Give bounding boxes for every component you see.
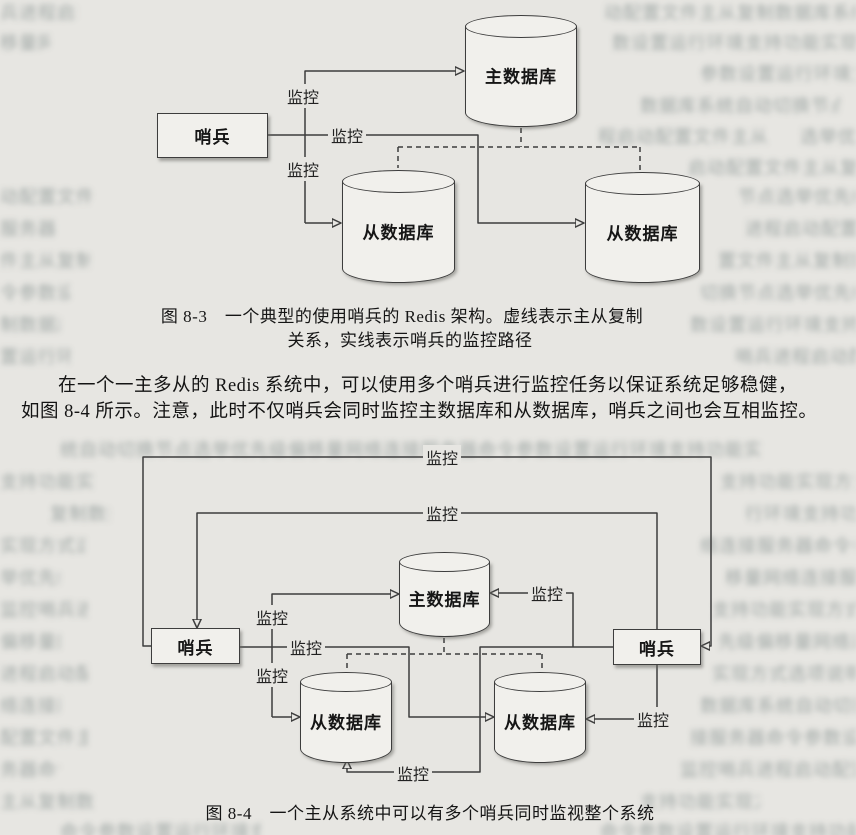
- blurred-text-line: 统自动切换节点选举优先级偏移量网络连接服务器命令参数设置运行环境支持功能实现方: [60, 440, 760, 460]
- blurred-text-line: 移量网络连接服务器: [725, 568, 856, 588]
- blurred-text-line: 接服务器命令参数设置运: [690, 728, 856, 748]
- blurred-text-line: 命令参数设置运行环境支持功能实现: [600, 822, 856, 835]
- blurred-text-line: 数设置运行环境支持功能: [690, 315, 856, 335]
- monitor-edge-label: 监控: [286, 635, 326, 659]
- monitor-edge-label: 监控: [327, 123, 367, 147]
- fig84-replication-dashed-line: [346, 638, 543, 670]
- blurred-text-line: 复制数据库系: [50, 504, 110, 524]
- fig83-slave-db-left-node: 从数据库: [342, 170, 455, 283]
- cylinder-body: [585, 183, 700, 283]
- cylinder-top: [494, 672, 586, 692]
- monitor-edge-label: 监控: [422, 445, 462, 469]
- fig84-slave-db-right-node: 从数据库: [494, 672, 586, 763]
- blurred-text-line: 实现方式选项说明内容: [712, 664, 856, 684]
- blurred-text-line: 络连接服务器命令参数设: [700, 536, 856, 556]
- cylinder-top: [300, 672, 392, 692]
- fig84-sentinel-left-label: 哨兵: [177, 638, 214, 658]
- fig83-sentinel-node: 哨兵: [157, 113, 268, 158]
- fig84-caption: 图 8-4 一个主从系统中可以有多个哨兵同时监视整个系统: [205, 804, 655, 823]
- fig84-slave-db-left-label: 从数据库: [310, 713, 382, 733]
- blurred-text-line: 务器命令参数: [0, 760, 60, 780]
- blurred-text-line: 哨兵进程启动配置文: [735, 347, 856, 367]
- fig83-sentinel-label: 哨兵: [194, 128, 231, 147]
- cylinder-body: [465, 26, 577, 127]
- blurred-text-line: 件主从复制数据: [0, 251, 90, 271]
- blurred-text-line: 支持功能实现方: [0, 472, 95, 492]
- blurred-text-line: 主从复制数据库: [0, 792, 95, 812]
- blurred-text-line: 数据库系统自动切换节点: [700, 696, 856, 716]
- blurred-text-line: 移量网络连: [0, 33, 50, 53]
- blurred-text-line: 支持功能实现方式选项: [720, 472, 856, 492]
- monitor-edge-label: 监控: [633, 707, 673, 731]
- fig84-sentinel-right-node: 哨兵: [613, 629, 701, 665]
- cylinder-body: [342, 181, 455, 283]
- fig83-master-db-node: 主数据库: [465, 15, 577, 127]
- fig83-caption-line2: 关系，实线表示哨兵的监控路径: [287, 331, 533, 350]
- fig84-right-sentinel-master-line: [498, 593, 574, 647]
- fig84-sentinel-left-node: 哨兵: [151, 628, 240, 664]
- blurred-text-line: 参数设置运行环境支持功: [700, 64, 856, 84]
- blurred-text-line: 服务器命令参: [0, 219, 58, 239]
- blurred-text-line: 行环境支持功能实: [745, 504, 856, 524]
- monitor-edge-label: 监控: [252, 663, 292, 687]
- blurred-text-line: 支持功能实现方式选: [640, 792, 760, 812]
- fig83-slave-db-right-label: 从数据库: [606, 224, 679, 244]
- fig83-replication-dashed-line: [397, 128, 641, 170]
- monitor-edge-label: 监控: [283, 84, 323, 108]
- fig84-slave-db-left-node: 从数据库: [300, 672, 392, 763]
- fig83-master-db-label: 主数据库: [485, 67, 557, 87]
- blurred-text-line: 节点选举优先级偏移: [738, 187, 856, 207]
- fig83-caption-line1: 图 8-3 一个典型的使用哨兵的 Redis 架构。虚线表示主从复制: [160, 307, 644, 326]
- fig83-slave-db-left-label: 从数据库: [362, 223, 435, 243]
- fig84-master-db-node: 主数据库: [399, 552, 490, 637]
- fig84-right-sentinel-slaveleft-line: [347, 646, 613, 773]
- fig84-slave-db-right-label: 从数据库: [504, 713, 576, 733]
- blurred-text-line: 制数据库系统: [0, 315, 60, 335]
- cylinder-top: [399, 552, 490, 572]
- blurred-text-line: 令参数设置运: [0, 283, 70, 303]
- blurred-text-line: 数据库系统自动切换节点选举: [640, 96, 840, 116]
- monitor-edge-label: 监控: [527, 581, 567, 605]
- blurred-text-line: 监控哨兵进程启: [0, 600, 88, 620]
- fig84-sentinel-right-label: 哨兵: [639, 639, 675, 659]
- fig84-master-db-label: 主数据库: [408, 590, 481, 610]
- blurred-text-line: 命令参数设置运行环境支持功: [60, 822, 260, 835]
- fig83-monitor-slaveright-line: [268, 134, 576, 223]
- paragraph-line1: 在一个一主多从的 Redis 系统中，可以使用多个哨兵进行监控任务以保证系统足够…: [58, 376, 797, 396]
- blurred-text-line: 络连接服务器: [0, 696, 60, 716]
- blurred-text-line: 动配置文件主从: [0, 187, 92, 207]
- monitor-edge-label: 监控: [283, 157, 323, 181]
- blurred-text-line: 先级偏移量网络连接服: [718, 632, 856, 652]
- monitor-edge-label: 监控: [252, 605, 292, 629]
- cylinder-body: [399, 562, 490, 637]
- monitor-edge-label: 监控: [422, 501, 462, 525]
- blurred-text-line: 切换节点选举优先级偏移: [700, 283, 856, 303]
- blurred-text-line: 实现方式选项说: [0, 536, 85, 556]
- blurred-text-line: 偏移量网络连: [0, 632, 60, 652]
- monitor-edge-label: 监控: [393, 761, 433, 785]
- fig83-slave-db-right-node: 从数据库: [585, 172, 700, 283]
- blurred-text-line: 置运行环境支: [0, 347, 70, 367]
- paragraph-line2: 如图 8-4 所示。注意，此时不仅哨兵会同时监控主数据库和从数据库，哨兵之间也会…: [21, 402, 818, 422]
- blurred-text-line: 支持功能实现方式选项: [712, 600, 856, 620]
- cylinder-top: [465, 15, 577, 38]
- blurred-text-line: 选举优先级: [800, 127, 856, 147]
- blurred-text-line: 置文件主从复制数据库: [718, 251, 856, 271]
- blurred-text-line: 配置文件主从复: [0, 728, 88, 748]
- blurred-text-line: 举优先级偏移: [0, 568, 60, 588]
- blurred-text-line: 监控哨兵进程启动配置文件: [680, 760, 856, 780]
- cylinder-top: [342, 170, 455, 193]
- cylinder-top: [585, 172, 700, 195]
- blurred-text-line: 数设置运行环境支持功能实现方式: [612, 33, 856, 53]
- blurred-text-line: 动配置文件主从复制数据库系统自动: [604, 3, 856, 23]
